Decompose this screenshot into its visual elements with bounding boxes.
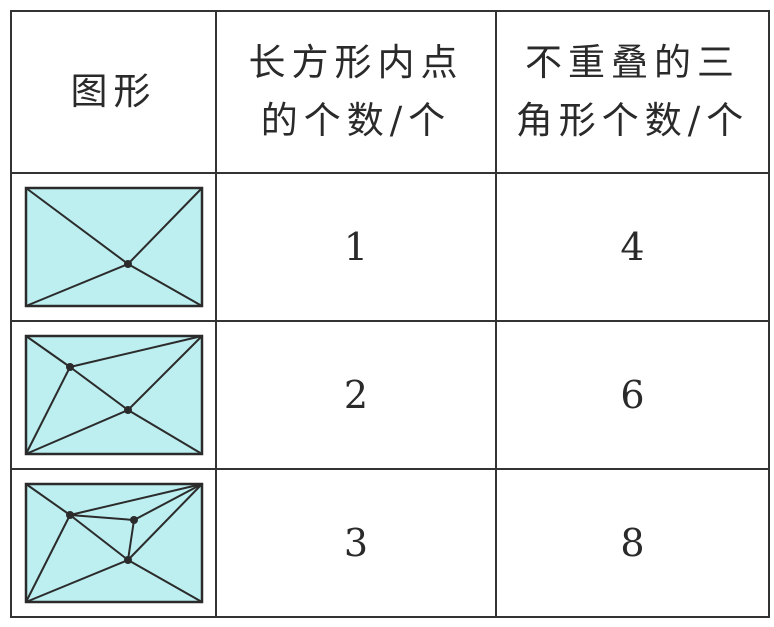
header-figure: 图形 [10, 10, 217, 174]
inner-point [65, 511, 74, 519]
rectangle-figure-1 [24, 186, 203, 308]
dividing-lines [24, 187, 203, 307]
inner-point [123, 406, 132, 414]
table-row: 1 4 [10, 172, 770, 322]
inner-point [129, 516, 138, 524]
data-table: 图形 长方形内点 的个数/个 不重叠的三 角形个数/个 [10, 10, 770, 618]
inner-point [123, 556, 132, 564]
figure-cell [10, 320, 217, 470]
rectangle-figure-2 [24, 334, 203, 456]
rectangle-figure-3 [24, 482, 203, 604]
inner-point [65, 363, 74, 371]
rectangle [24, 186, 203, 308]
inner-points-cell: 3 [215, 468, 497, 618]
figure-cell [10, 468, 217, 618]
table-row: 3 8 [10, 468, 770, 618]
table-row: 2 6 [10, 320, 770, 470]
inner-point [123, 260, 132, 268]
header-triangles: 不重叠的三 角形个数/个 [495, 10, 770, 174]
header-inner-points: 长方形内点 的个数/个 [215, 10, 497, 174]
dividing-lines [24, 483, 203, 603]
inner-points-cell: 2 [215, 320, 497, 470]
inner-points-cell: 1 [215, 172, 497, 322]
triangles-cell: 8 [495, 468, 770, 618]
figure-cell [10, 172, 217, 322]
triangles-cell: 4 [495, 172, 770, 322]
dividing-lines [24, 335, 203, 455]
triangles-cell: 6 [495, 320, 770, 470]
table-frame: 图形 长方形内点 的个数/个 不重叠的三 角形个数/个 [10, 10, 770, 618]
header-row: 图形 长方形内点 的个数/个 不重叠的三 角形个数/个 [10, 10, 770, 174]
